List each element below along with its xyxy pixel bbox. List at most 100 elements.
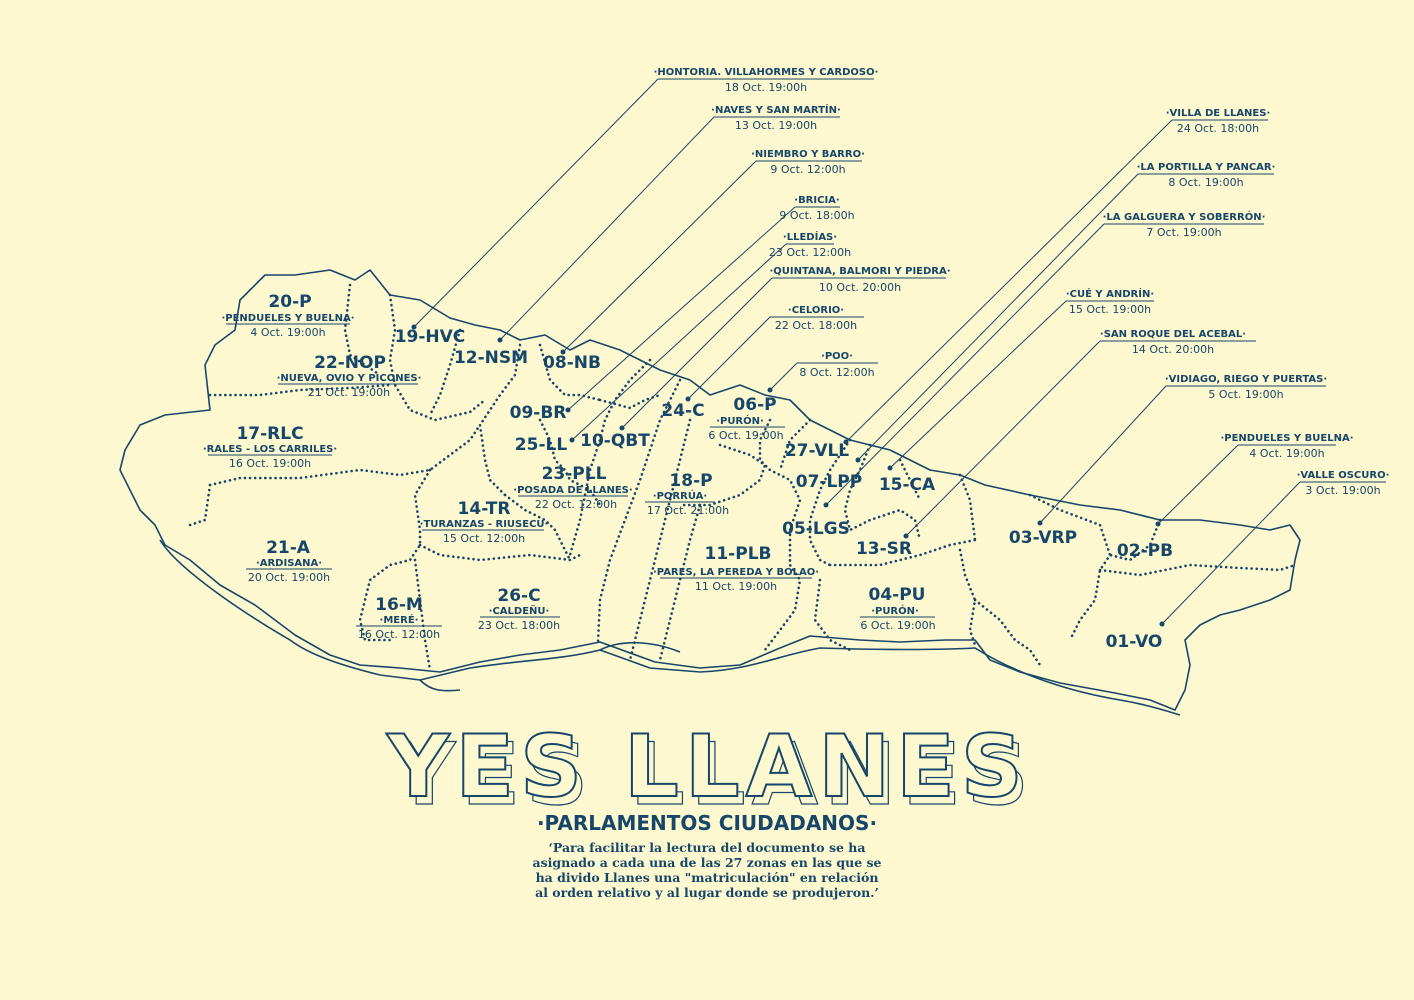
callout-pendueles[interactable]: ·PENDUELES Y BUELNA· 4 Oct. 19:00h [1155, 433, 1354, 527]
zone-code: 18-P [669, 471, 712, 491]
svg-text:YES LLANES: YES LLANES [392, 725, 1035, 825]
zone-code-12-NSM[interactable]: 12-NSM [454, 348, 528, 368]
callout-cue[interactable]: ·CUÉ Y ANDRÍN· 15 Oct. 19:00h [887, 287, 1155, 471]
zone-code-13-SR[interactable]: 13-SR [856, 539, 912, 559]
callout-title: ·VILLA DE LLANES· [1166, 108, 1271, 119]
zone-date: 16 Oct. 19:00h [229, 457, 311, 470]
callout-la-galguera[interactable]: ·LA GALGUERA Y SOBERRÓN· 7 Oct. 19:00h [823, 210, 1266, 508]
zone-place: ·PENDUELES Y BUELNA· [221, 313, 354, 324]
zone-code: 20-P [268, 292, 311, 312]
callout-title: ·VALLE OSCURO· [1297, 470, 1390, 481]
callout-villa-de-llanes[interactable]: ·VILLA DE LLANES· 24 Oct. 18:00h [843, 108, 1271, 445]
callout-date: 4 Oct. 19:00h [1249, 447, 1324, 460]
zone-date: 17 Oct. 21:00h [647, 504, 729, 517]
zone-code-02-PB[interactable]: 02-PB [1117, 541, 1173, 561]
note-line: al orden relativo y al lugar donde se pr… [535, 885, 879, 900]
callout-niembro[interactable]: ·NIEMBRO Y BARRO· 9 Oct. 12:00h [560, 149, 865, 355]
zone-date: 22 Oct. 12:00h [535, 498, 617, 511]
zone-place: ·PARES, LA PEREDA Y BOLAO· [653, 567, 819, 578]
callout-celorio[interactable]: ·CELORIO· 22 Oct. 18:00h [685, 305, 865, 402]
zone-code-03-VRP[interactable]: 03-VRP [1009, 528, 1077, 548]
callout-title: ·POO· [821, 351, 853, 362]
callout-san-roque[interactable]: ·SAN ROQUE DEL ACEBAL· 14 Oct. 20:00h [903, 329, 1257, 539]
explanatory-note: ‘Para facilitar la lectura del documento… [532, 840, 881, 900]
callout-title: ·CUÉ Y ANDRÍN· [1066, 287, 1154, 300]
callout-date: 15 Oct. 19:00h [1069, 303, 1151, 316]
zone-code-10-QBT[interactable]: 10-QBT [580, 431, 650, 451]
callout-date: 14 Oct. 20:00h [1132, 343, 1214, 356]
zone-code: 04-PU [869, 585, 926, 605]
callout-valle-oscuro[interactable]: ·VALLE OSCURO· 3 Oct. 19:00h [1159, 470, 1390, 627]
zone-place: ·PURÓN· [716, 414, 764, 427]
zone-code-08-NB[interactable]: 08-NB [543, 353, 601, 373]
callout-quintana[interactable]: ·QUINTANA, BALMORI Y PIEDRA· 10 Oct. 20:… [619, 266, 951, 431]
zone-label-20-P[interactable]: 20-P ·PENDUELES Y BUELNA· 4 Oct. 19:00h [221, 292, 354, 339]
zone-code-27-VLL[interactable]: 27-VLL [785, 441, 849, 461]
callout-title: ·BRICIA· [794, 195, 839, 206]
callout-vidiago[interactable]: ·VIDIAGO, RIEGO Y PUERTAS· 5 Oct. 19:00h [1037, 374, 1328, 526]
zone-code-25-LL[interactable]: 25-LL [515, 435, 568, 455]
coast-underside [159, 539, 1181, 716]
zone-date: 6 Oct. 19:00h [708, 429, 783, 442]
zone-label-22-NOP[interactable]: 22-NOP ·NUEVA, OVIO Y PICONES· 21 Oct. 1… [277, 353, 422, 399]
callout-date: 7 Oct. 19:00h [1146, 226, 1221, 239]
callout-date: 3 Oct. 19:00h [1305, 484, 1380, 497]
callout-date: 8 Oct. 12:00h [799, 366, 874, 379]
zone-label-14-TR[interactable]: 14-TR ·TURANZAS - RIUSECU· 15 Oct. 12:00… [420, 499, 549, 545]
zone-code: 23-PLL [542, 464, 607, 484]
callout-lledias[interactable]: ·LLEDÍAS· 23 Oct. 12:00h [569, 230, 852, 443]
zone-label-21-A[interactable]: 21-A ·ARDISANA· 20 Oct. 19:00h [246, 538, 332, 584]
zone-label-11-PLB[interactable]: 11-PLB ·PARES, LA PEREDA Y BOLAO· 11 Oct… [653, 544, 819, 593]
callout-title: ·LA GALGUERA Y SOBERRÓN· [1103, 210, 1266, 223]
zone-borders [188, 283, 1297, 672]
note-line: ‘Para facilitar la lectura del documento… [549, 840, 866, 855]
zone-label-26-C[interactable]: 26-C ·CALDEÑU· 23 Oct. 18:00h [478, 586, 560, 632]
callout-date: 18 Oct. 19:00h [725, 81, 807, 94]
zone-date: 15 Oct. 12:00h [443, 532, 525, 545]
zone-place: ·PORRÚA· [653, 489, 707, 502]
zone-label-23-PLL[interactable]: 23-PLL ·POSADA DE LLANES· 22 Oct. 12:00h [513, 464, 632, 511]
zone-code-24-C[interactable]: 24-C [661, 401, 704, 421]
zone-date: 11 Oct. 19:00h [695, 580, 777, 593]
zone-place: ·PURÓN· [871, 604, 919, 617]
zone-code-07-LPP[interactable]: 07-LPP [796, 472, 862, 492]
note-line: ha divido Llanes una "matriculación" en … [536, 870, 879, 885]
callout-bricia[interactable]: ·BRICIA· 9 Oct. 18:00h [565, 195, 855, 413]
zone-place: ·TURANZAS - RIUSECU· [420, 519, 549, 530]
zone-label-18-P[interactable]: 18-P ·PORRÚA· 17 Oct. 21:00h [645, 471, 729, 517]
zone-code: 17-RLC [236, 424, 303, 444]
zone-label-16-M[interactable]: 16-M ·MERÉ· 16 Oct. 12:00h [356, 595, 442, 641]
zone-date: 20 Oct. 19:00h [248, 571, 330, 584]
callout-hontoria[interactable]: ·HONTORIA. VILLAHORMES Y CARDOSO· 18 Oct… [411, 67, 879, 330]
callout-title: ·NIEMBRO Y BARRO· [751, 149, 865, 160]
note-line: asignado a cada una de las 27 zonas en l… [532, 855, 881, 870]
municipality-outline [119, 269, 1301, 711]
subtitle: ·PARLAMENTOS CIUDADANOS· [537, 811, 877, 835]
zone-label-17-RLC[interactable]: 17-RLC ·RALES - LOS CARRILES· 16 Oct. 19… [203, 424, 337, 470]
callout-title: ·PENDUELES Y BUELNA· [1220, 433, 1353, 444]
callout-title: ·LLEDÍAS· [783, 230, 837, 243]
zone-date: 6 Oct. 19:00h [860, 619, 935, 632]
zone-code-01-VO[interactable]: 01-VO [1106, 632, 1163, 652]
callout-title: ·SAN ROQUE DEL ACEBAL· [1100, 329, 1246, 340]
callout-title: ·VIDIAGO, RIEGO Y PUERTAS· [1165, 374, 1327, 385]
zone-label-06-P[interactable]: 06-P ·PURÓN· 6 Oct. 19:00h [708, 395, 785, 442]
callout-naves[interactable]: ·NAVES Y SAN MARTÍN· 13 Oct. 19:00h [497, 103, 841, 343]
zone-code-09-BR[interactable]: 09-BR [510, 403, 567, 423]
zone-code: 22-NOP [314, 353, 386, 373]
zone-code-19-HVC[interactable]: 19-HVC [395, 327, 466, 347]
callout-la-portilla[interactable]: ·LA PORTILLA Y PANCAR· 8 Oct. 19:00h [855, 162, 1276, 463]
zone-date: 21 Oct. 19:00h [308, 386, 390, 399]
callout-poo[interactable]: ·POO· 8 Oct. 12:00h [767, 351, 879, 393]
zone-label-04-PU[interactable]: 04-PU ·PURÓN· 6 Oct. 19:00h [860, 585, 936, 632]
zone-date: 4 Oct. 19:00h [250, 326, 325, 339]
zone-date: 16 Oct. 12:00h [358, 628, 440, 641]
callout-date: 8 Oct. 19:00h [1168, 176, 1243, 189]
zone-code-15-CA[interactable]: 15-CA [879, 475, 936, 495]
zone-code-05-LGS[interactable]: 05-LGS [782, 519, 850, 539]
callout-date: 23 Oct. 12:00h [769, 246, 851, 259]
zone-place: ·ARDISANA· [256, 558, 322, 569]
zone-code: 26-C [497, 586, 540, 606]
callout-title: ·CELORIO· [788, 305, 844, 316]
